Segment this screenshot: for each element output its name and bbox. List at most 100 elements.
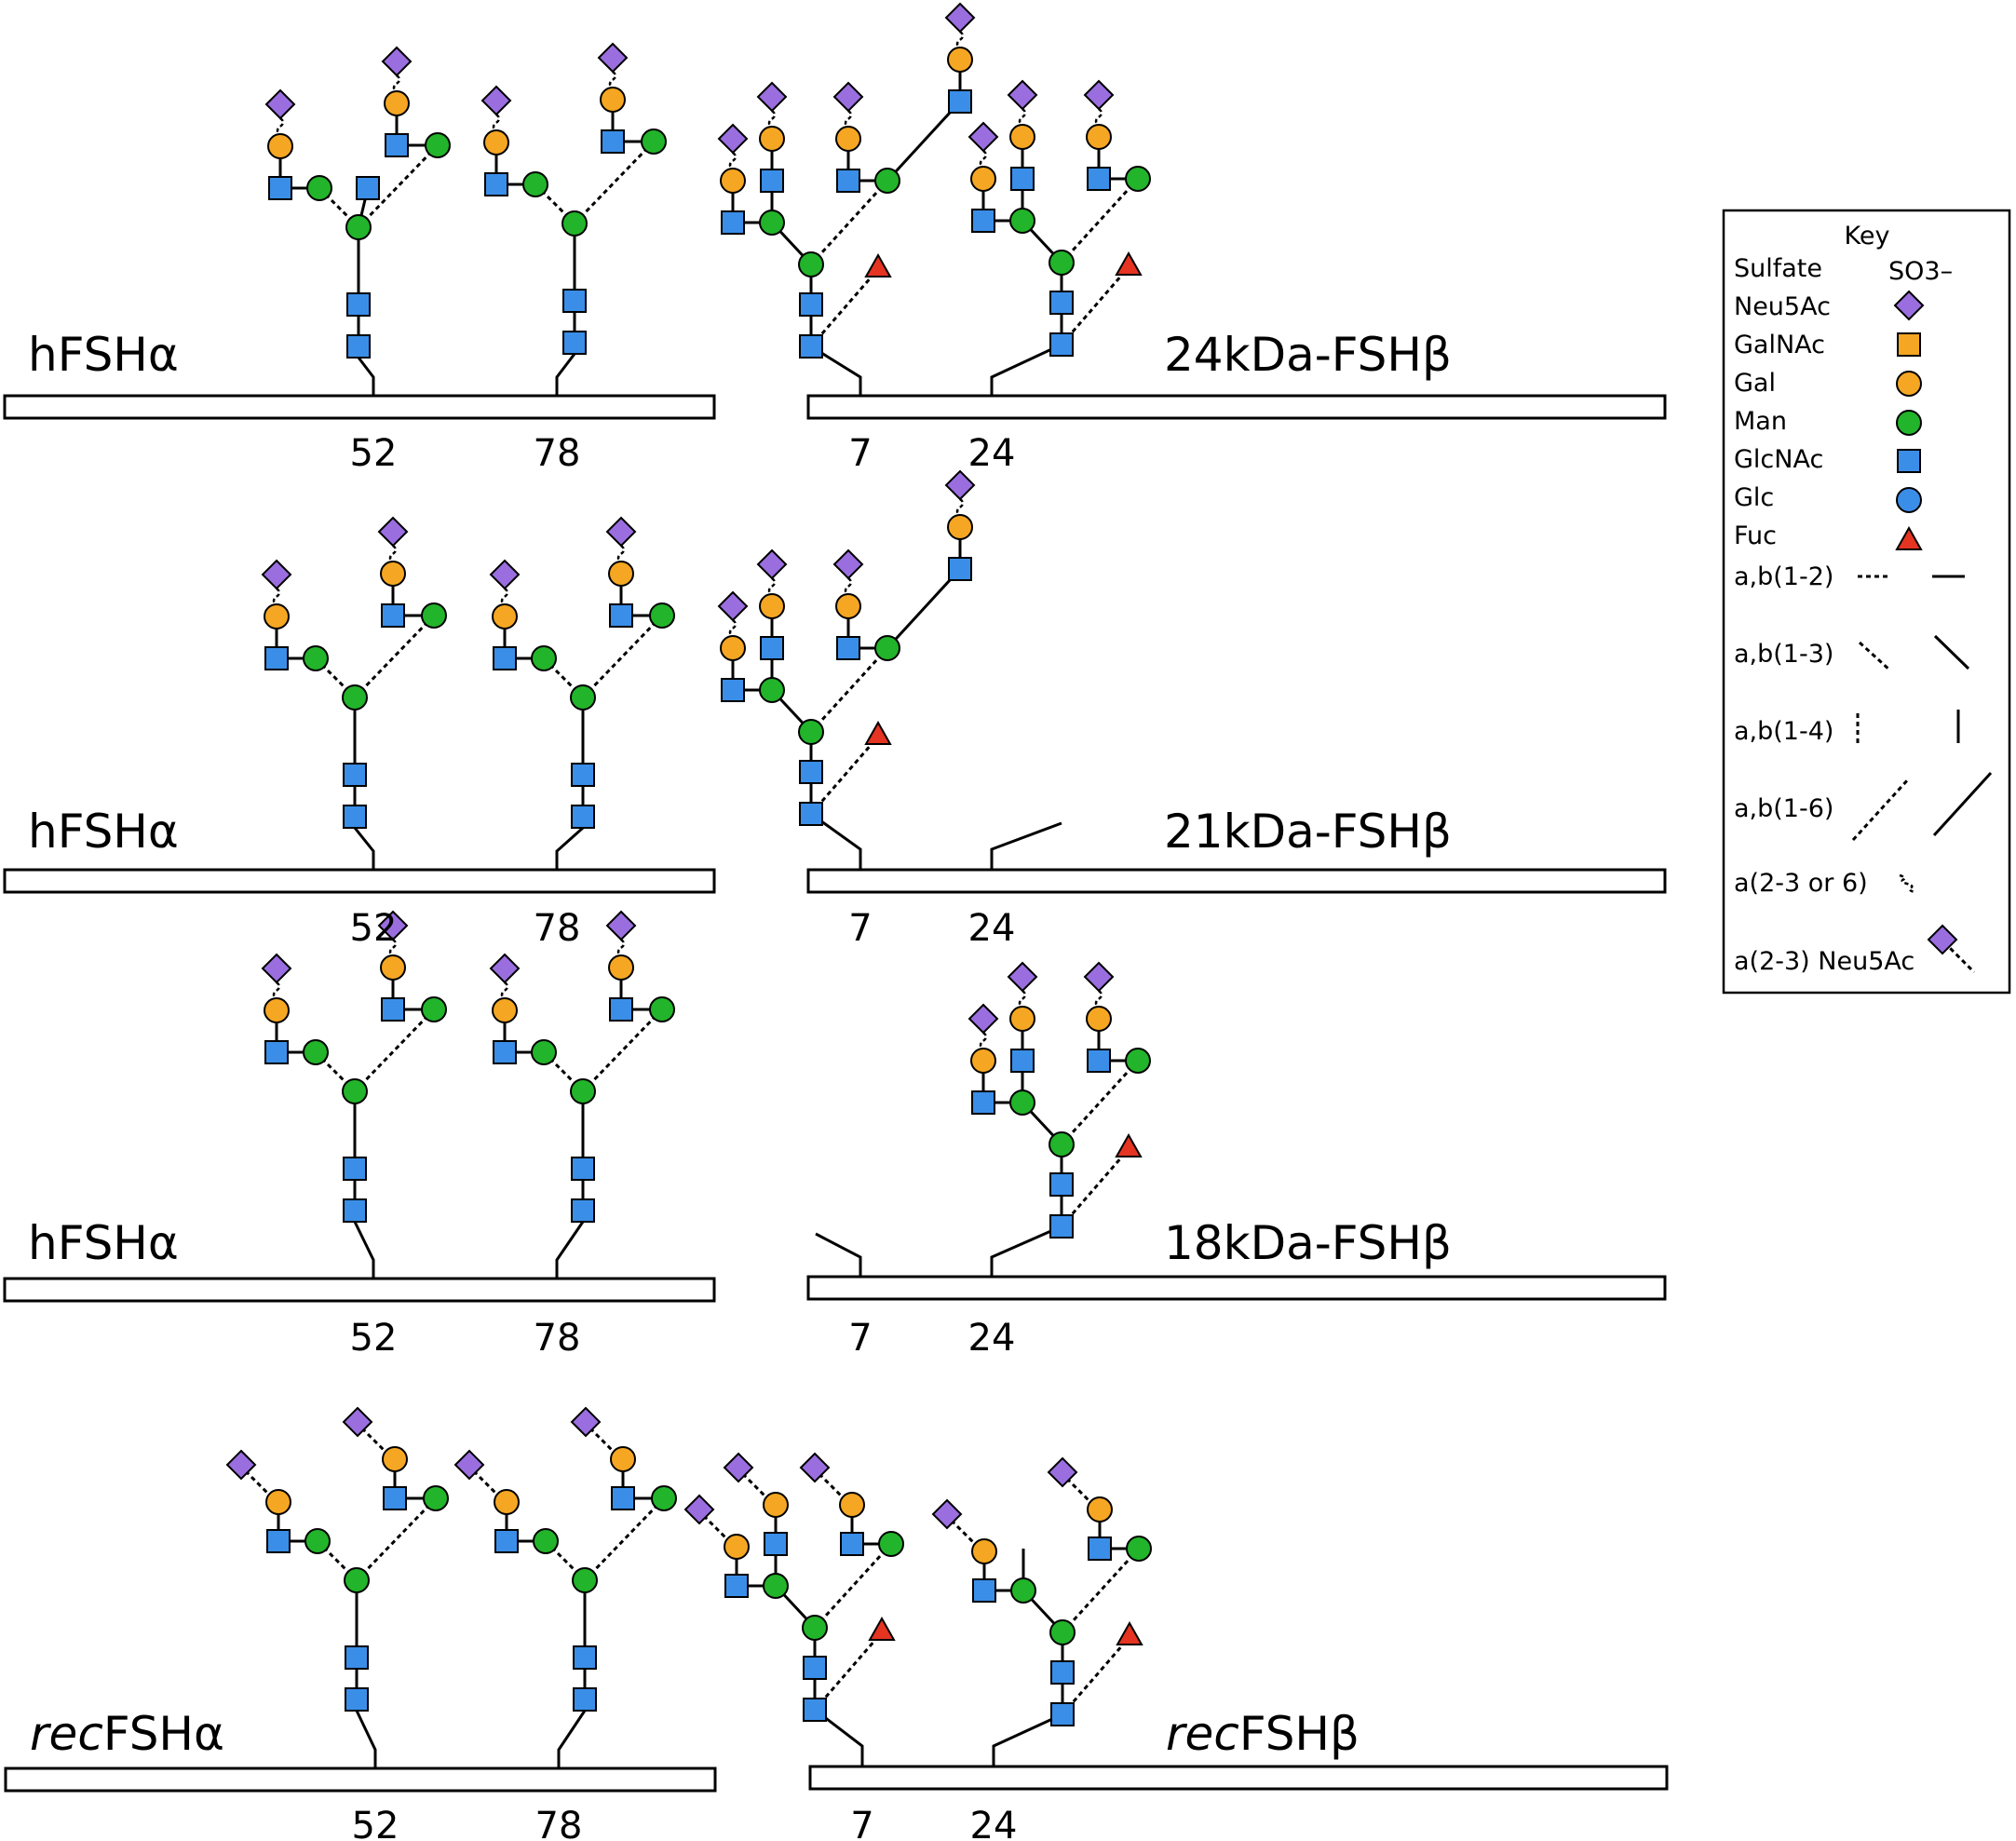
mannose-residue — [763, 1573, 789, 1599]
galactose-residue — [724, 1534, 750, 1560]
glcnac-residue — [573, 1645, 597, 1670]
galactose-residue — [483, 129, 509, 156]
neu5ac-residue — [1083, 79, 1115, 111]
mannose-residue — [1125, 1048, 1151, 1074]
glcnac-residue — [1087, 1049, 1111, 1073]
row-24kda: hFSHα 24kDa-FSHβ 52 78 7 24 — [3, 328, 1667, 475]
galactose-residue — [608, 954, 634, 981]
mannose-residue — [1126, 1536, 1152, 1562]
galactose-residue — [763, 1492, 789, 1518]
site-label: 7 — [848, 432, 872, 475]
site-label: 24 — [970, 1805, 1018, 1841]
alpha-chain-bar — [3, 1277, 716, 1303]
glcnac-residue — [494, 1529, 519, 1553]
beta-chain-bar — [806, 868, 1667, 894]
peptide-linker — [353, 1221, 375, 1279]
neu5ac-residue — [597, 42, 629, 74]
glcnac-residue — [1050, 1660, 1075, 1685]
row-21kda: hFSHα 21kDa-FSHβ 52 78 7 24 — [3, 805, 1667, 950]
galactose-residue — [1009, 1006, 1035, 1032]
key-panel: Key Sulfate Neu5Ac GalNAc Gal Man GlcNAc… — [1722, 209, 2011, 995]
beta-chain-label: 24kDa-FSHβ — [1164, 328, 1452, 382]
neu5ac-residue — [1007, 79, 1038, 111]
glcnac-residue — [493, 646, 517, 670]
neu5ac-residue — [799, 1452, 831, 1483]
galactose-residue — [1086, 124, 1112, 150]
mannose-residue — [303, 645, 329, 671]
mannose-residue — [531, 1039, 557, 1065]
mannose-residue — [342, 684, 368, 711]
glcnac-residue — [264, 646, 289, 670]
glcnac-residue — [266, 1529, 291, 1553]
peptide-linker — [990, 343, 1062, 396]
mannose-residue — [878, 1531, 904, 1557]
linkage — [1942, 941, 1976, 974]
galactose-residue — [1086, 1006, 1112, 1032]
site-label: 7 — [848, 1317, 872, 1360]
row-rec: recFSHα recFSHβ 52 78 7 24 — [4, 1707, 1669, 1841]
neu5ac-residue — [264, 88, 296, 120]
peptide-linker — [357, 357, 375, 396]
glcnac-residue — [571, 1157, 595, 1181]
linkage — [809, 736, 880, 815]
neu5ac-residue — [967, 121, 999, 153]
key-label-glc: Glc — [1734, 483, 1774, 512]
mannose-residue — [802, 1615, 828, 1641]
neu5ac-residue — [931, 1498, 963, 1530]
fucose-residue — [864, 252, 892, 278]
beta-chain-label: recFSHβ — [1166, 1707, 1360, 1761]
site-label: 78 — [534, 907, 581, 950]
galactose-residue — [720, 168, 746, 194]
galactose-residue — [720, 635, 746, 661]
alpha-chain-label: recFSHα — [30, 1707, 224, 1761]
site-label: 7 — [848, 907, 872, 950]
neu5ac-residue — [1007, 961, 1038, 993]
mannose-residue — [572, 1567, 598, 1593]
linkage — [813, 1631, 884, 1711]
peptide-linker — [814, 1708, 864, 1767]
galactose-residue — [380, 954, 406, 981]
glcnac-residue — [573, 1687, 597, 1712]
linkage — [353, 1008, 436, 1093]
galactose-residue — [947, 514, 973, 540]
glcnac-residue — [493, 1040, 517, 1064]
linkage — [353, 614, 436, 699]
mannose-residue — [1049, 250, 1075, 276]
key-symbols — [1851, 290, 1993, 974]
key-label-galnac: GalNAc — [1734, 331, 1825, 359]
mannose-residue — [759, 210, 785, 236]
galactose-residue — [382, 1446, 408, 1472]
mannose-residue — [345, 214, 372, 240]
galactose-residue — [835, 126, 861, 152]
glcnac-residue — [1010, 1049, 1035, 1073]
neu5ac-residue — [944, 2, 976, 34]
glcnac-residue — [764, 1532, 788, 1556]
glcnac-residue — [799, 802, 823, 826]
linkage — [809, 646, 889, 734]
neu5ac-residue — [377, 516, 409, 548]
glcnac-key-icon — [1897, 449, 1921, 473]
mannose-key-icon — [1896, 410, 1922, 436]
glcnac-residue — [343, 763, 367, 787]
neu5ac-residue — [967, 1003, 999, 1035]
key-linkage-1-6: a,b(1-6) — [1734, 794, 1833, 823]
neu5ac-residue — [261, 953, 292, 984]
glcnac-residue — [609, 997, 633, 1022]
glcnac-residue — [803, 1656, 827, 1680]
neu5ac-residue — [489, 953, 521, 984]
alpha-chain-label: hFSHα — [28, 805, 179, 859]
label-prefix: rec — [1166, 1707, 1239, 1761]
glcnac-residue — [562, 289, 587, 313]
glcnac-residue — [1049, 1214, 1074, 1239]
glcnac-residue — [385, 133, 409, 157]
fucose-residue — [868, 1616, 896, 1641]
key-label-neu5ac: Neu5Ac — [1734, 292, 1831, 321]
galactose-residue — [759, 593, 785, 619]
beta-chain-label: 18kDa-FSHβ — [1164, 1216, 1452, 1270]
site-label: 78 — [535, 1805, 583, 1841]
glcnac-residue — [803, 1698, 827, 1722]
site-label: 24 — [968, 1317, 1016, 1360]
peptide-linker — [555, 1221, 585, 1279]
alpha-chain-label: hFSHα — [28, 328, 179, 382]
